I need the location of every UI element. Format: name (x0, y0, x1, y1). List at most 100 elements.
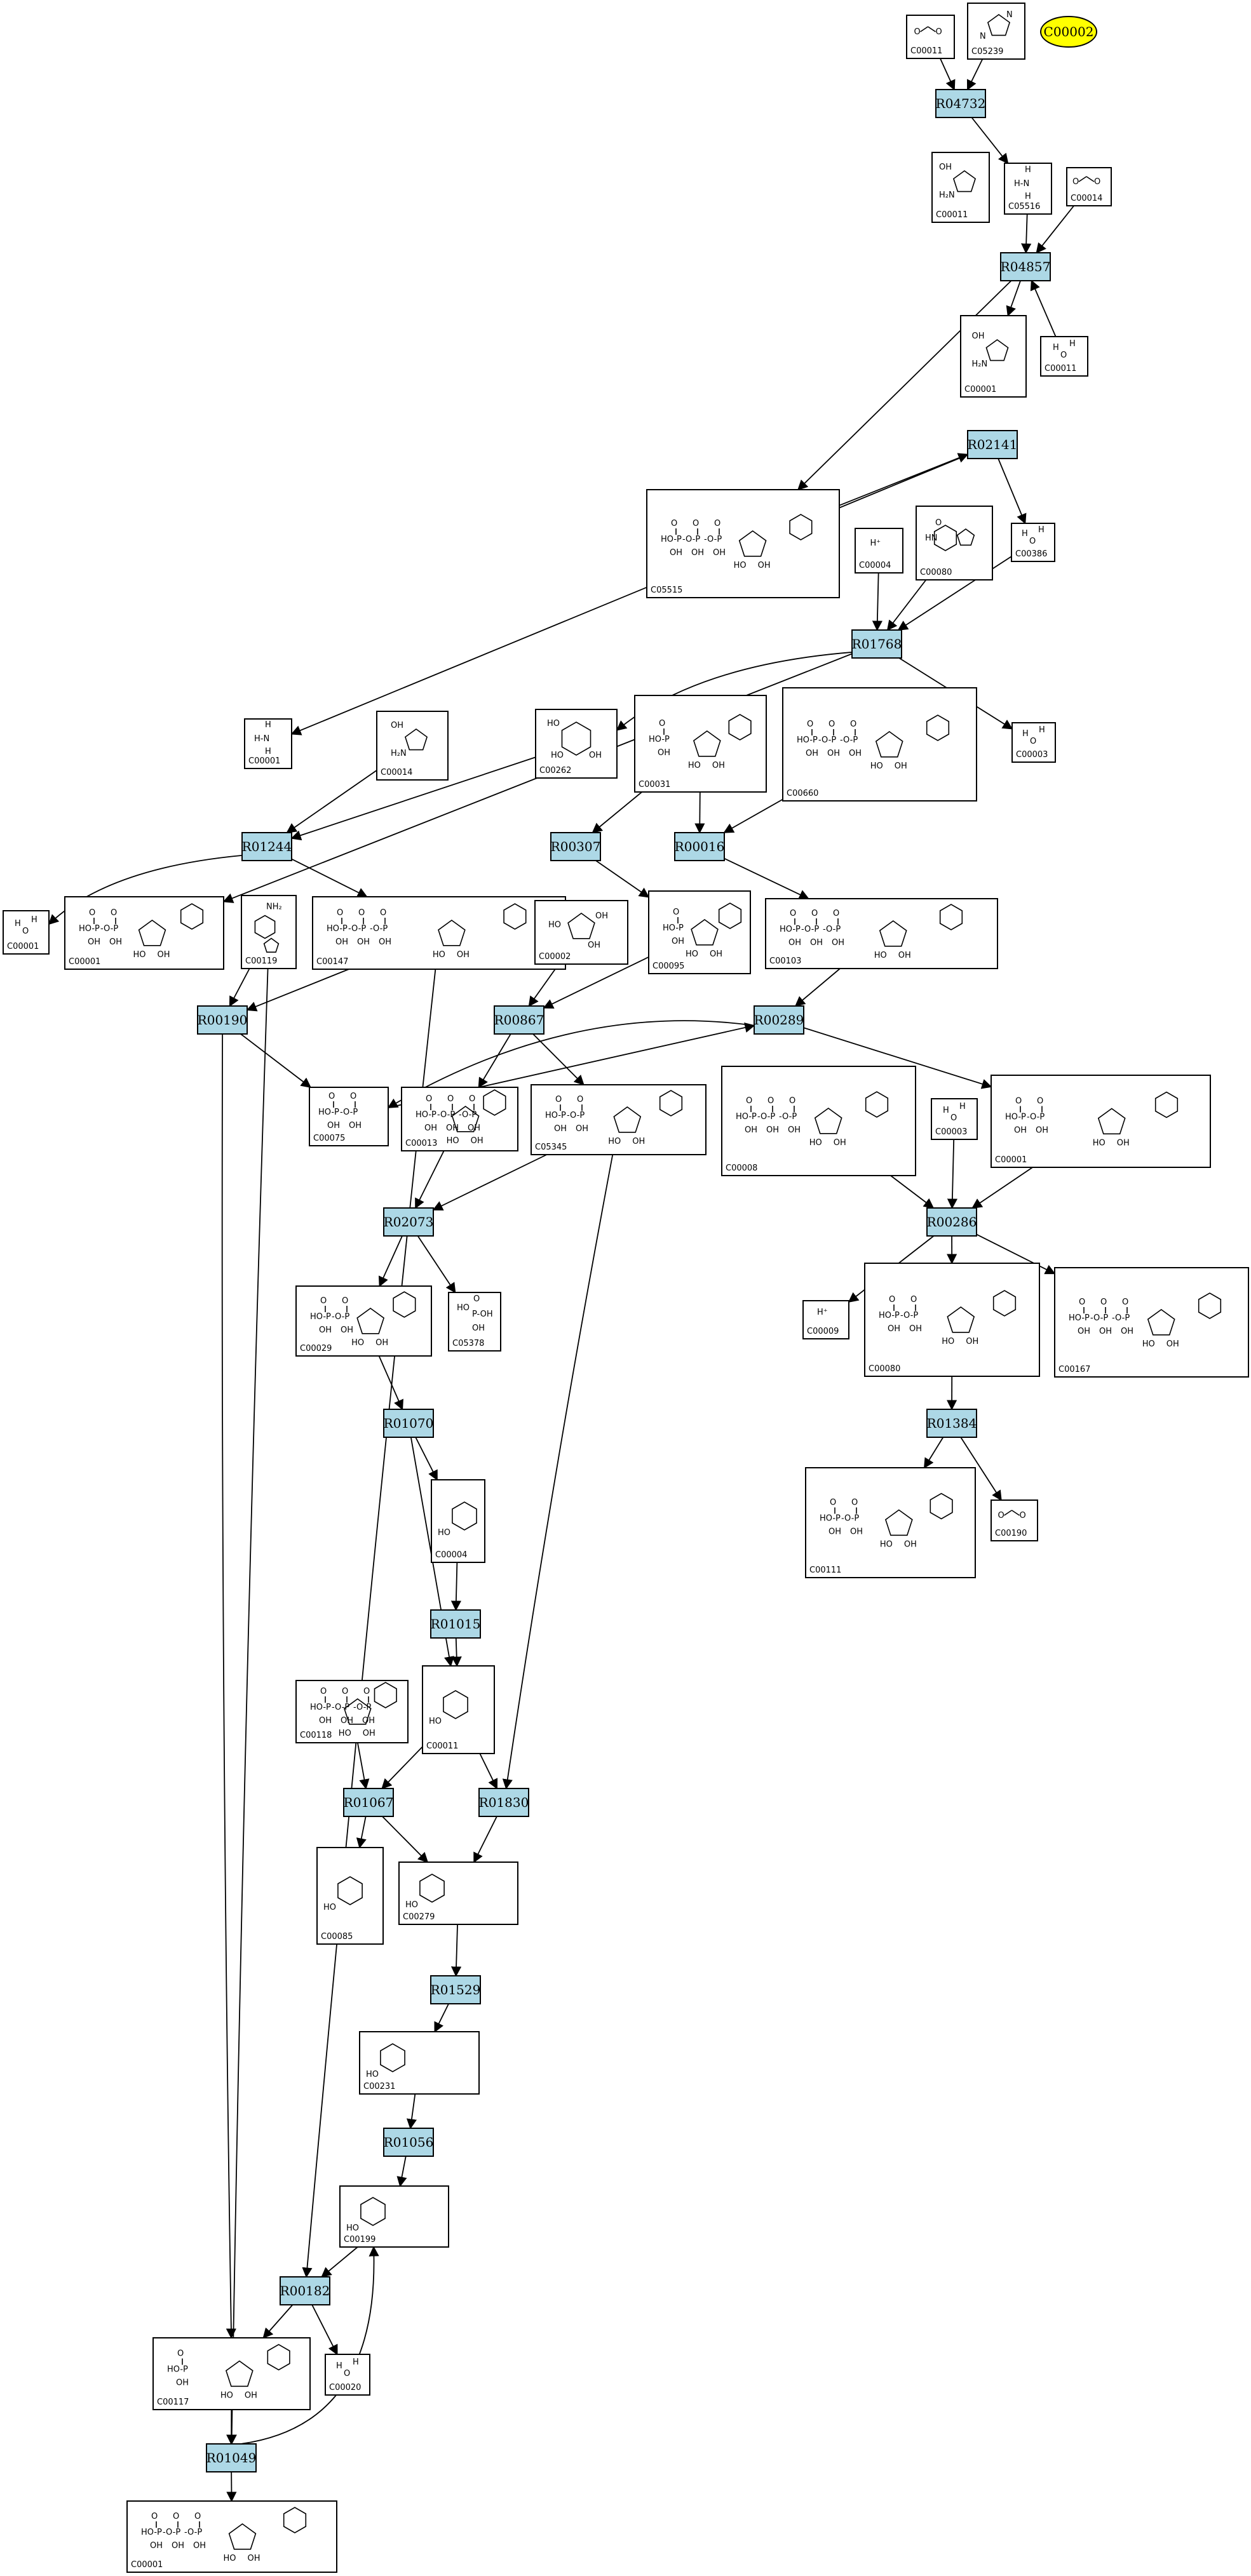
svg-text:-O-P: -O-P (823, 925, 841, 934)
svg-text:H: H (1039, 725, 1045, 735)
reaction-r04857[interactable]: R04857 (1000, 252, 1051, 281)
edge-arrow (451, 1637, 462, 1667)
svg-text:OH: OH (176, 2378, 189, 2388)
reaction-r04732[interactable]: R04732 (935, 89, 986, 118)
reaction-r00190[interactable]: R00190 (197, 1005, 248, 1035)
svg-text:HO: HO (608, 1137, 621, 1146)
reaction-r01056[interactable]: R01056 (383, 2128, 434, 2157)
svg-text:-O-P: -O-P (757, 1112, 775, 1122)
reaction-r00307[interactable]: R00307 (550, 832, 601, 861)
compound-c00004[interactable]: H⁺C00004 (855, 528, 903, 574)
svg-text:O: O (828, 720, 835, 729)
edge-arrow (381, 1746, 423, 1790)
svg-text:HO: HO (438, 1528, 450, 1538)
edge-arrow (311, 2304, 338, 2356)
reaction-r00867[interactable]: R00867 (494, 1005, 544, 1035)
compound-id-label: C00085 (321, 1932, 353, 1942)
reaction-r02141[interactable]: R02141 (967, 430, 1018, 459)
reaction-r01830[interactable]: R01830 (478, 1788, 529, 1817)
svg-text:OH: OH (357, 937, 370, 947)
svg-text:HO: HO (220, 2391, 233, 2401)
compound-box (398, 1862, 518, 1925)
reaction-r01244[interactable]: R01244 (241, 832, 292, 861)
reaction-r00286[interactable]: R00286 (926, 1207, 977, 1237)
svg-text:O: O (469, 1094, 475, 1104)
reaction-r00289[interactable]: R00289 (754, 1005, 804, 1035)
svg-text:O: O (850, 720, 856, 729)
reaction-r00016[interactable]: R00016 (674, 832, 725, 861)
compound-c00009[interactable]: H⁺C00009 (802, 1300, 849, 1339)
target-compound-badge[interactable]: C00002 (1040, 16, 1097, 48)
edge-arrow (473, 1816, 497, 1863)
reaction-r01529[interactable]: R01529 (430, 1975, 481, 2004)
compound-box (855, 528, 903, 574)
svg-text:OH: OH (248, 2554, 260, 2563)
reaction-r01049[interactable]: R01049 (206, 2443, 257, 2472)
svg-text:O: O (807, 720, 813, 729)
reaction-box (383, 1207, 434, 1237)
reaction-r01015[interactable]: R01015 (430, 1609, 481, 1639)
reaction-r00182[interactable]: R00182 (280, 2276, 330, 2305)
reaction-id-label: R02073 (384, 1214, 434, 1230)
reaction-r01070[interactable]: R01070 (383, 1409, 434, 1438)
reaction-r02073[interactable]: R02073 (383, 1207, 434, 1237)
svg-text:H: H (336, 2361, 342, 2371)
reaction-r01384[interactable]: R01384 (926, 1409, 977, 1438)
svg-text:O: O (790, 909, 796, 918)
reaction-r01768[interactable]: R01768 (851, 629, 902, 659)
svg-text:HN: HN (925, 533, 938, 543)
reaction-r01067[interactable]: R01067 (343, 1788, 394, 1817)
svg-text:OH: OH (827, 749, 840, 758)
svg-text:OH: OH (939, 163, 952, 172)
svg-text:OH: OH (909, 1324, 922, 1334)
